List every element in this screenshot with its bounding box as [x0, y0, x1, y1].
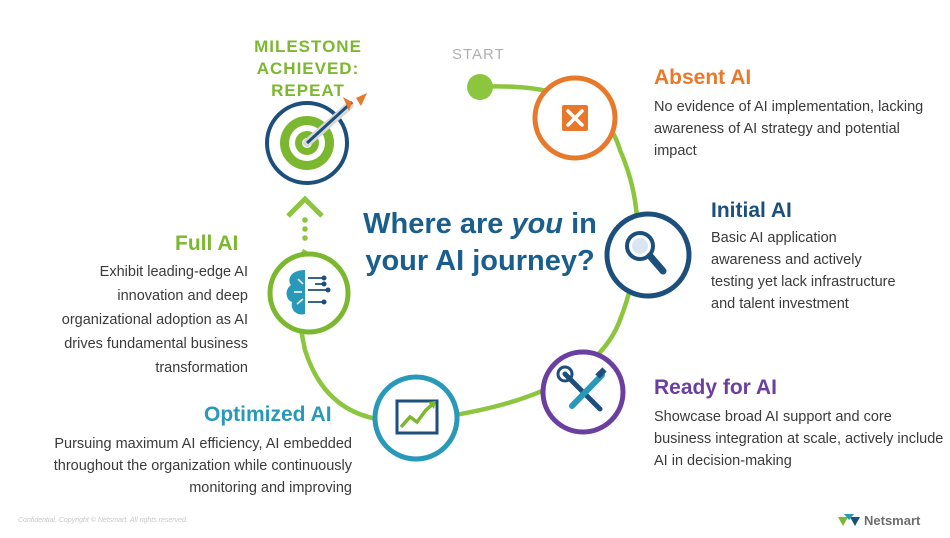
stage-initial-ai: Initial AI Basic AI application awarenes…: [711, 199, 896, 315]
stage-description: Pursuing maximum AI efficiency, AI embed…: [53, 436, 352, 496]
full-ai-node: [267, 251, 351, 335]
milestone-line-2: ACHIEVED:: [256, 59, 360, 78]
initial-ai-node: [604, 211, 692, 299]
milestone-line-1: MILESTONE: [254, 37, 362, 56]
start-label: START: [452, 46, 505, 63]
stage-description: No evidence of AI implementation, lackin…: [654, 99, 924, 159]
stage-title: Full AI: [175, 232, 239, 255]
milestone-label: MILESTONE ACHIEVED: REPEAT: [236, 36, 380, 102]
start-dot: [467, 74, 493, 100]
target-icon: [265, 93, 367, 185]
ready-ai-node: [540, 349, 626, 435]
stage-title: Ready for AI: [654, 376, 777, 399]
center-question-emphasis: you: [511, 208, 563, 240]
stage-title: Absent AI: [654, 66, 752, 89]
dotted-arrow-icon: [286, 195, 324, 241]
netsmart-logo-icon: [838, 514, 860, 526]
stage-ready-ai: Ready for AI Showcase broad AI support a…: [654, 376, 944, 472]
stage-title: Optimized AI: [204, 403, 332, 426]
milestone-line-3: REPEAT: [271, 81, 345, 100]
center-question: Where are you in your AI journey?: [360, 206, 600, 280]
optimized-ai-node: [372, 374, 460, 462]
stage-description: Exhibit leading-edge AI innovation and d…: [61, 264, 248, 376]
stage-full-ai: Full AI Exhibit leading-edge AI innovati…: [40, 232, 248, 380]
stage-optimized-ai: Optimized AI Pursuing maximum AI efficie…: [38, 403, 352, 499]
center-question-before: Where are: [363, 208, 512, 240]
footer-copyright: Confidential. Copyright © Netsmart. All …: [18, 517, 188, 524]
stage-absent-ai: Absent AI No evidence of AI implementati…: [654, 66, 924, 162]
stage-description: Basic AI application awareness and activ…: [711, 230, 896, 312]
center-question-after: in your AI journey?: [365, 208, 597, 277]
stage-description: Showcase broad AI support and core busin…: [654, 409, 944, 469]
stage-title: Initial AI: [711, 199, 792, 222]
brand-name: Netsmart: [864, 513, 921, 528]
absent-ai-node: [532, 75, 618, 161]
